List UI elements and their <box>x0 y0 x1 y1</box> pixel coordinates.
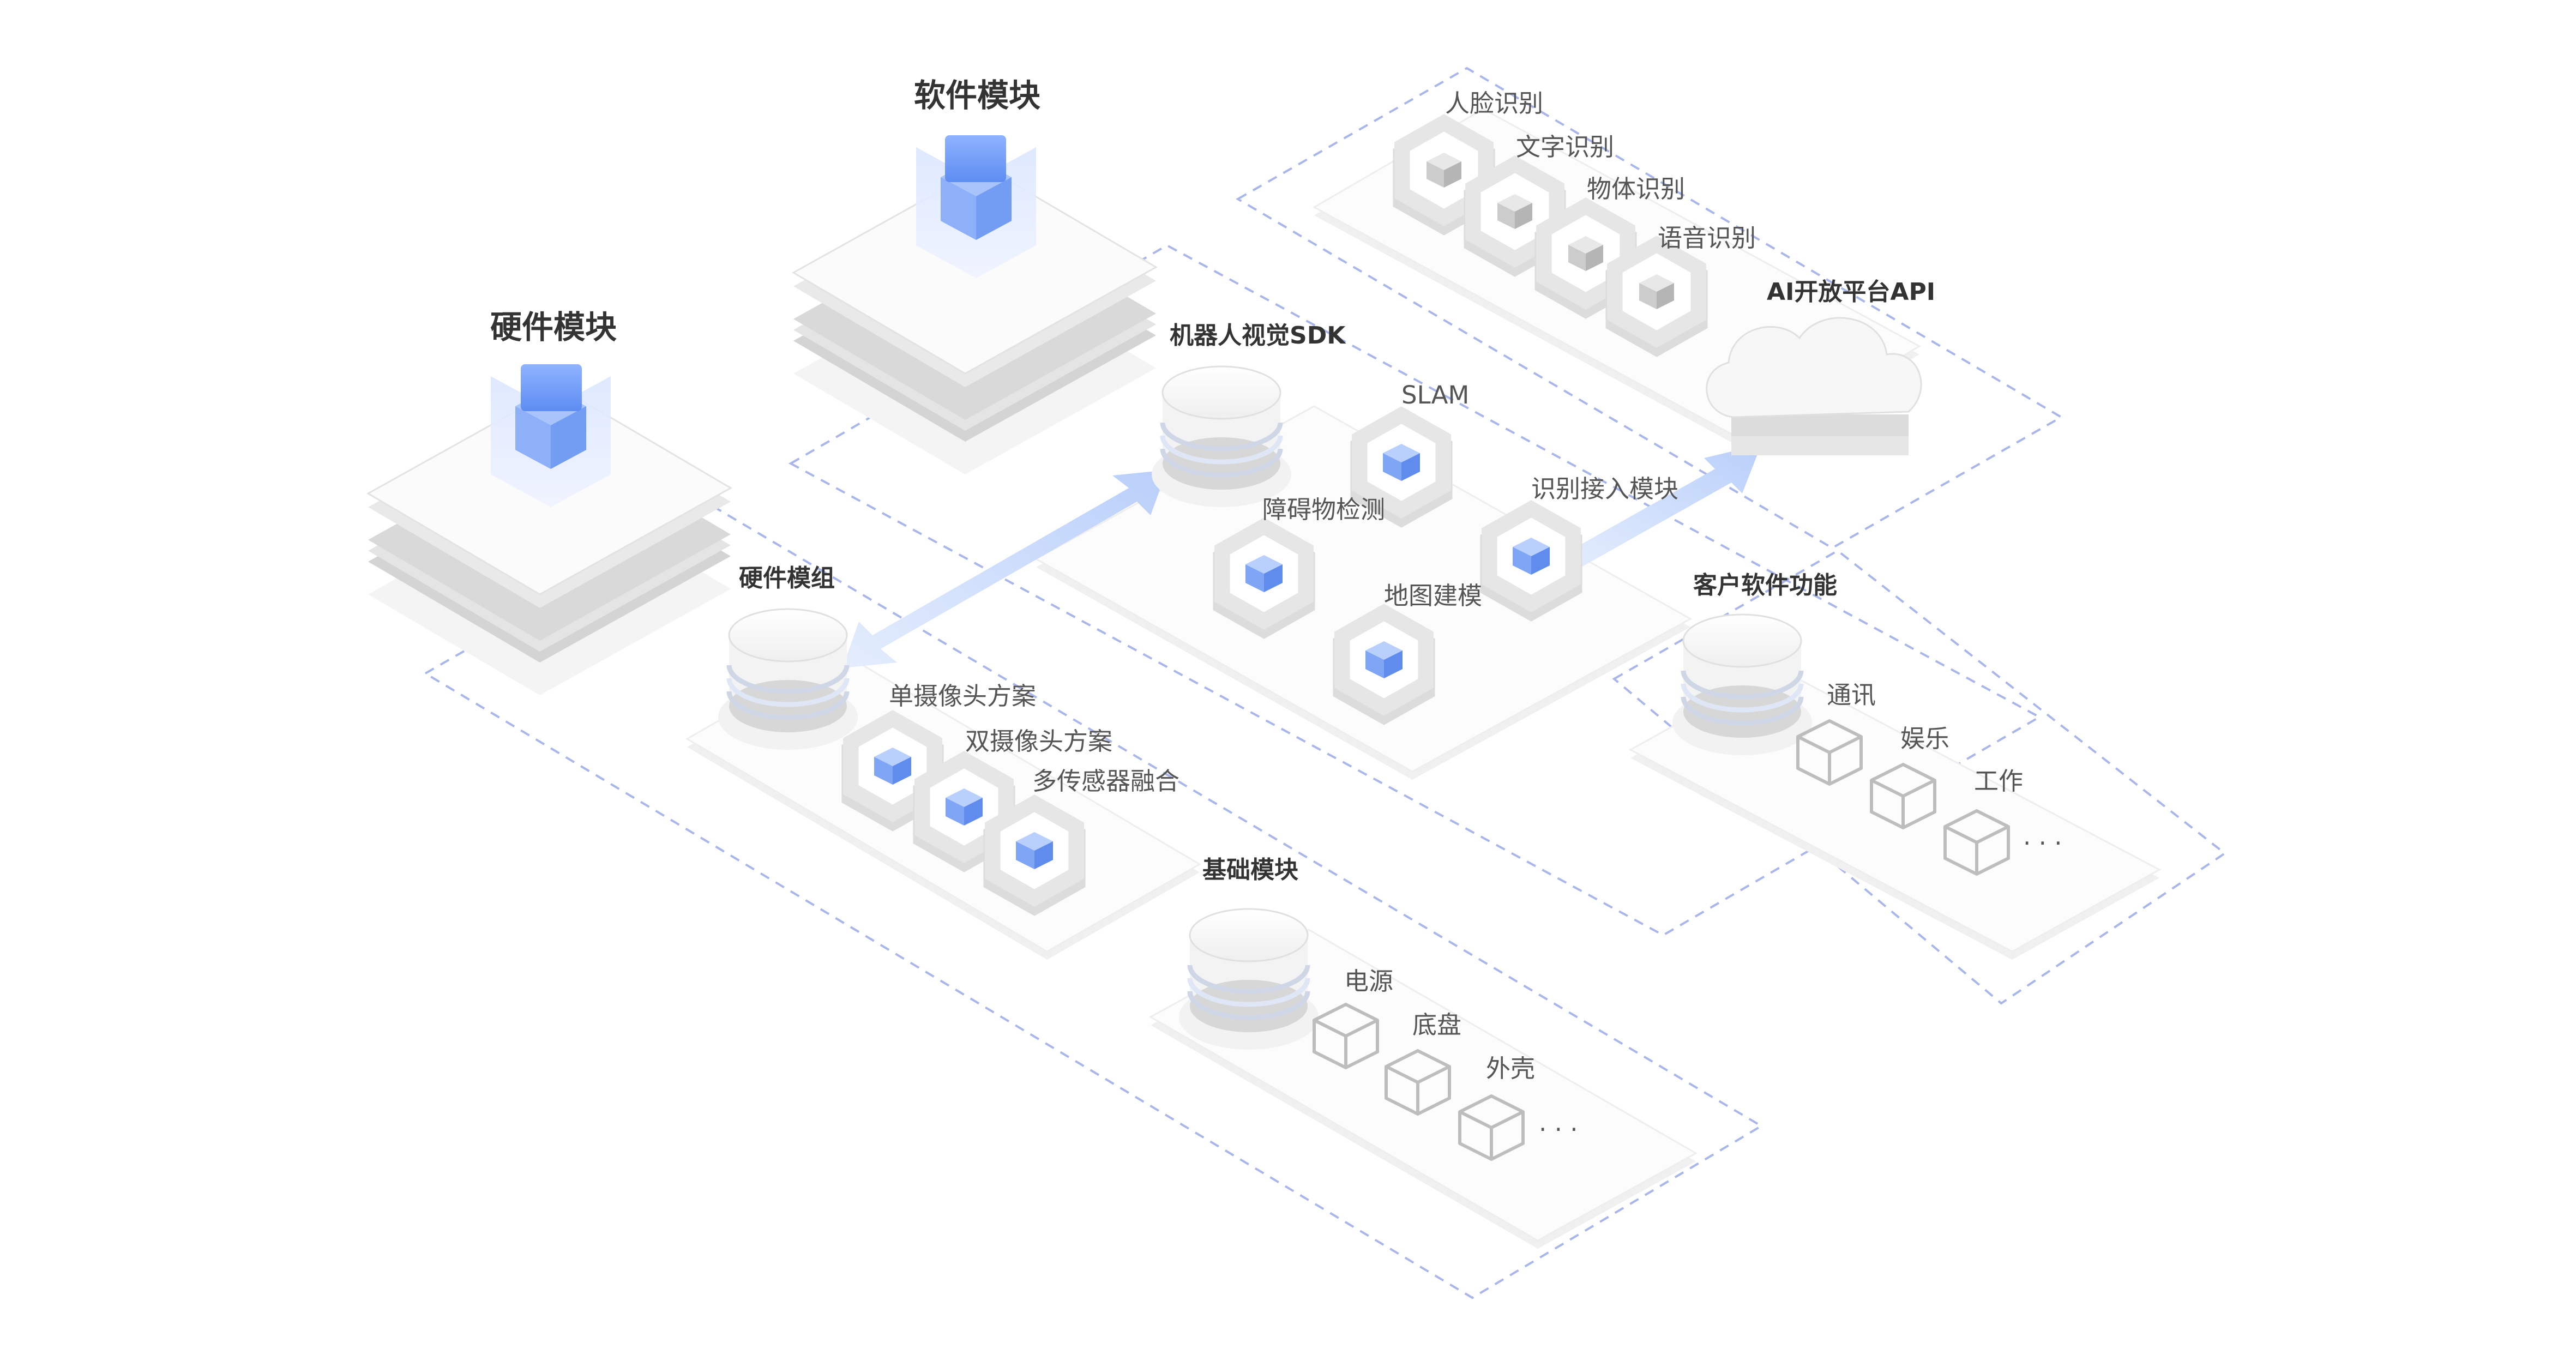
sdk-item-obstacle: 障碍物检测 <box>1262 495 1385 524</box>
hardware-module-title: 硬件模块 <box>490 309 617 346</box>
base-module-title: 基础模块 <box>1202 856 1298 884</box>
hardware-cube-icon <box>491 364 611 507</box>
cs-item-entertainment: 娱乐 <box>1900 724 1949 753</box>
chassis-cube-icon <box>1385 1049 1451 1116</box>
customer-region-outline <box>1612 549 2227 1005</box>
customer-database-icon <box>1672 613 1812 755</box>
cloud-icon <box>1706 317 1922 455</box>
ai-item-text: 文字识别 <box>1516 133 1614 161</box>
software-cube-icon <box>916 135 1036 278</box>
region-outlines <box>423 67 2227 1299</box>
power-cube-icon <box>1313 1003 1379 1069</box>
ai-item-voice: 语音识别 <box>1658 224 1756 252</box>
software-module-title: 软件模块 <box>914 77 1040 114</box>
hw-item-dual-camera: 双摄像头方案 <box>965 727 1112 756</box>
ai-item-object: 物体识别 <box>1587 174 1685 203</box>
bidirectional-arrow-icon <box>842 470 1167 668</box>
connection-arrow-icon <box>1565 444 1761 567</box>
labels: 硬件模块 软件模块 机器人视觉SDK SLAM 障碍物检测 识别接入模块 地图建… <box>490 77 2062 1144</box>
sdk-item-slam: SLAM <box>1401 381 1469 409</box>
cs-item-comm: 通讯 <box>1827 680 1876 709</box>
hex-nodes <box>841 114 1708 916</box>
sensor-fusion-node-icon <box>983 794 1086 916</box>
base-item-chassis: 底盘 <box>1412 1010 1461 1039</box>
robot-vision-sdk-title: 机器人视觉SDK <box>1170 322 1346 350</box>
base-item-power: 电源 <box>1344 967 1393 996</box>
software-stack <box>791 165 1158 474</box>
hardware-group-database-icon <box>718 608 858 750</box>
sdk-item-map: 地图建模 <box>1384 581 1482 610</box>
wire-cubes <box>1313 719 2010 1161</box>
cs-more: · · · <box>2023 829 2062 858</box>
recognition-node-icon <box>1480 500 1582 622</box>
ai-platform-title: AI开放平台API <box>1767 278 1935 306</box>
entertainment-cube-icon <box>1870 763 1936 829</box>
shell-cube-icon <box>1458 1094 1525 1161</box>
ai-item-face: 人脸识别 <box>1445 89 1543 118</box>
work-cube-icon <box>1943 809 2010 876</box>
obstacle-node-icon <box>1213 517 1315 639</box>
sdk-item-recognition: 识别接入模块 <box>1531 474 1678 503</box>
hw-item-single-camera: 单摄像头方案 <box>889 682 1036 710</box>
sdk-database-icon <box>1152 365 1291 507</box>
base-more: · · · <box>1539 1115 1578 1144</box>
base-item-shell: 外壳 <box>1486 1054 1535 1083</box>
base-database-icon <box>1179 908 1319 1050</box>
cylinders <box>718 365 1812 1050</box>
customer-software-title: 客户软件功能 <box>1693 571 1837 599</box>
map-node-icon <box>1333 604 1435 725</box>
hardware-group-title: 硬件模组 <box>739 564 835 592</box>
voice-recognition-node-icon <box>1605 236 1708 357</box>
slam-node-icon <box>1350 406 1453 528</box>
comm-cube-icon <box>1796 719 1863 786</box>
cs-item-work: 工作 <box>1974 767 2023 796</box>
hw-item-sensor-fusion: 多传感器融合 <box>1032 767 1179 796</box>
ai-region-outline <box>1236 67 2063 550</box>
hardware-region-outline <box>423 505 1764 1299</box>
